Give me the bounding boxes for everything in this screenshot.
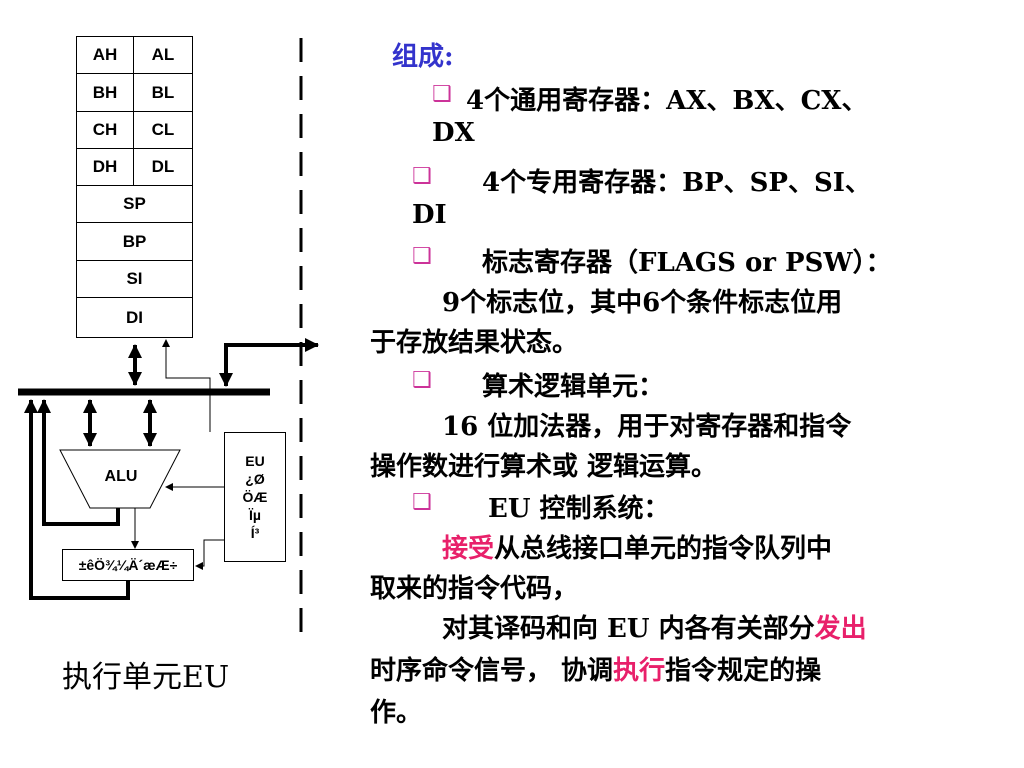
special-registers-line2: DI [412, 200, 447, 230]
bullet-icon: ❑ [412, 244, 432, 269]
eu-control-desc-line2: 接受从总线接口单元的指令队列中 [442, 528, 832, 565]
register-bh: BH [76, 73, 134, 112]
general-registers-line1: 4个通用寄存器：AX、BX、CX、 [466, 86, 868, 116]
eu-control-line: ÖÆ [242, 489, 268, 505]
highlight-text: 接受 [442, 534, 495, 564]
bullet-icon: ❑ [412, 164, 432, 189]
eu-to-flags [195, 539, 224, 570]
alu-label: ALU [104, 468, 138, 485]
register-cl: CL [133, 111, 193, 149]
eu-control-desc-line6: 作。 [370, 698, 423, 728]
bus-to-biu-line [224, 338, 319, 385]
section-title: 组成: [392, 42, 454, 72]
register-di: DI [76, 297, 193, 338]
flag-register-box: ±êÖ¾¼Ä´æÆ÷ [62, 549, 194, 581]
alu-shape [59, 449, 181, 509]
eu-control-desc-line1: EU 控制系统： [488, 494, 670, 524]
plain-text: 指令规定的操 [665, 656, 822, 686]
register-dh: DH [76, 148, 134, 186]
eu-control-desc-line3: 取来的指令代码， [370, 574, 579, 604]
eu-control-desc-line5: 时序命令信号， 协调执行指令规定的操 [370, 650, 821, 687]
special-registers-line1: 4个专用寄存器：BP、SP、SI、 [482, 168, 871, 198]
register-ah: AH [76, 36, 134, 74]
alu-desc-line3: 操作数进行算术或 逻辑运算。 [370, 452, 718, 482]
bullet-icon: ❑ [412, 490, 432, 515]
bullet-icon: ❑ [412, 368, 432, 393]
alu-desc-line2: 16 位加法器，用于对寄存器和指令 [442, 412, 852, 442]
highlight-text: 发出 [814, 614, 867, 644]
flags-line3: 于存放结果状态。 [370, 328, 579, 358]
eu-control-desc-line4: 对其译码和向 EU 内各有关部分发出 [442, 608, 867, 645]
flags-line1: 标志寄存器（FLAGS or PSW）： [482, 248, 892, 278]
eu-control-line: Ïµ [249, 507, 261, 523]
register-sp: SP [76, 185, 193, 223]
plain-text: 从总线接口单元的指令队列中 [494, 534, 833, 564]
eu-control-line: EU [245, 453, 265, 469]
register-dl: DL [133, 148, 193, 186]
flags-to-bus-line [24, 399, 130, 600]
eu-control-line: Í³ [250, 525, 260, 541]
eu-control-box: EU ¿Ø ÖÆ Ïµ Í³ [224, 432, 286, 562]
alu-output-line [37, 399, 120, 526]
plain-text: 时序命令信号， 协调 [370, 656, 614, 686]
register-si: SI [76, 260, 193, 298]
register-bl: BL [133, 73, 193, 112]
general-registers-line2: DX [432, 118, 475, 148]
alu-desc-line1: 算术逻辑单元： [482, 372, 665, 402]
bullet-icon: ❑ [432, 82, 452, 107]
register-ch: CH [76, 111, 134, 149]
flags-line2: 9个标志位，其中6个条件标志位用 [442, 288, 843, 318]
register-al: AL [133, 36, 193, 74]
highlight-text: 执行 [613, 656, 666, 686]
plain-text: 对其译码和向 EU 内各有关部分 [442, 614, 815, 644]
diagram-caption: 执行单元EU [62, 660, 230, 695]
register-bp: BP [76, 222, 193, 261]
eu-to-reg-line [162, 339, 211, 432]
eu-control-line: ¿Ø [245, 471, 265, 487]
